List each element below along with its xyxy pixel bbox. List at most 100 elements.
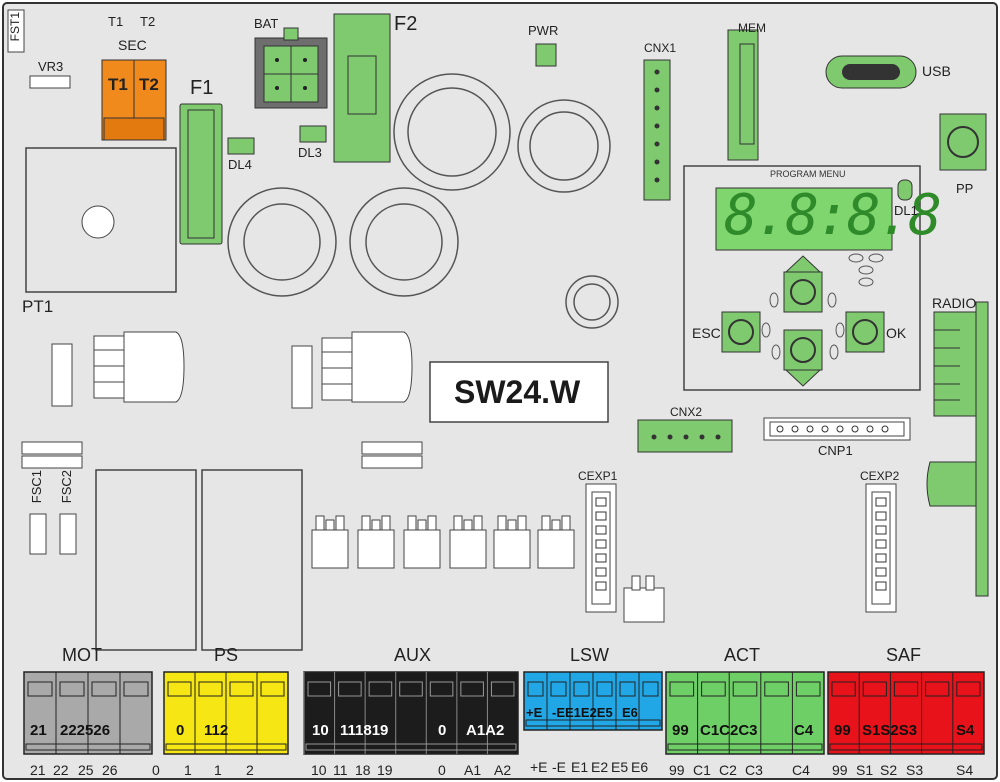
fuse-clip-mid [361,441,423,455]
display-title: PROGRAM MENU [770,169,846,179]
act-pin-3: C2 [719,762,737,778]
lsw-terminal-text-3: E6 [622,705,638,720]
ps-pin-4: 2 [246,762,254,778]
panel-holes [761,253,884,360]
label-fsc2: FSC2 [59,470,74,504]
dl1-led [897,179,913,201]
label-ok: OK [886,325,907,341]
cexp1-connector [585,483,617,613]
label-cexp2: CEXP2 [860,469,900,483]
label-vr3: VR3 [38,59,64,74]
up-button[interactable] [783,255,823,313]
label-dl4: DL4 [228,157,252,172]
down-button[interactable] [783,329,823,387]
label-esc: ESC [692,325,721,341]
group-lsw-name: LSW [570,645,610,665]
ps-terminal-text-1: 0 [176,722,185,739]
act-terminal-text-2: C1C2C3 [700,722,758,739]
small-relays [311,515,575,569]
lsw-pin-2: -E [552,759,566,775]
label-mem: MEM [738,21,766,35]
lsw-terminal-text-1: +E [526,705,543,720]
cnx2-connector [637,419,733,453]
aux-terminal-text-4: A1A2 [466,722,505,739]
f1-fuse [179,103,223,245]
saf-terminal-text-2: S1S2S3 [862,722,918,739]
lsw-terminal-text-2: -EE1E2E5 [552,705,613,720]
f2-fuse [333,13,391,163]
saf-pin-4: S3 [906,762,924,778]
label-cnp1: CNP1 [818,443,853,458]
saf-terminal-text-3: S4 [956,722,975,739]
ps-pin-2: 1 [184,762,192,778]
lsw-pin-3: E1 [571,759,589,775]
group-act-name: ACT [724,645,760,665]
ps-pin-3: 1 [214,762,222,778]
act-terminal-text-1: 99 [672,722,689,739]
aux-pin-5: 0 [438,762,446,778]
saf-pin-1: 99 [832,762,848,778]
board-name-box [429,361,609,423]
fst1-fuse [7,9,25,53]
saf-terminal-block [827,671,985,755]
fuse-clip-mid2 [361,455,423,469]
aux-terminal-text-3: 0 [438,722,447,739]
label-t1-top: T1 [108,14,124,29]
pp-button[interactable] [939,113,987,171]
ps-terminal-block [163,671,289,755]
label-fsc1: FSC1 [29,470,44,504]
lsw-pin-4: E2 [591,759,609,775]
group-saf-name: SAF [886,645,922,665]
mot-terminal-text-2: 222526 [60,722,111,739]
label-usb: USB [922,63,951,79]
label-pp: PP [956,181,974,196]
relay-1 [95,469,197,651]
label-sec: SEC [118,37,147,53]
label-dl1: DL1 [894,203,918,218]
cnp1-connector [763,417,911,441]
cnx1-connector [643,59,671,201]
saf-pin-2: S1 [856,762,874,778]
group-aux-name: AUX [394,645,432,665]
mot-pin-3: 25 [78,762,94,778]
label-cnx2: CNX2 [670,405,703,419]
coil-group [227,73,619,329]
fsc1-fuse [29,513,47,555]
label-cexp1: CEXP1 [578,469,618,483]
label-fst1: FST1 [8,12,22,42]
aux-pin-3: 18 [355,762,371,778]
ps-terminal-text-2: 112 [204,722,229,739]
label-dl3: DL3 [298,145,322,160]
lsw-pin-6: E6 [631,759,649,775]
mot-pin-4: 26 [102,762,118,778]
aux-terminal-text-1: 10 [312,722,329,739]
label-t1: T1 [108,75,128,94]
act-pin-2: C1 [693,762,711,778]
act-pin-4: C3 [745,762,763,778]
fuse-clip-top [21,441,83,455]
relay-2 [201,469,303,651]
act-pin-5: C4 [792,762,810,778]
aux-pin-6: A1 [464,762,482,778]
sec-terminal [101,59,167,141]
esc-button[interactable] [721,311,761,353]
mot-pin-1: 21 [30,762,46,778]
label-t2-top: T2 [140,14,156,29]
label-pt1: PT1 [22,297,54,316]
act-terminal-text-3: C4 [794,722,814,739]
aux-pin-4: 19 [377,762,393,778]
lsw-terminal-block [523,671,663,731]
label-f1: F1 [190,77,214,99]
aux-terminal-block [303,671,519,755]
dl3-led [299,125,327,143]
ok-button[interactable] [845,311,885,353]
label-pwr: PWR [528,23,559,38]
saf-pin-3: S2 [880,762,898,778]
ps-pin-1: 0 [152,762,160,778]
saf-pin-5: S4 [956,762,974,778]
pwr-led [535,43,557,67]
label-bat: BAT [254,16,279,31]
act-pin-1: 99 [669,762,685,778]
saf-terminal-text-1: 99 [834,722,851,739]
